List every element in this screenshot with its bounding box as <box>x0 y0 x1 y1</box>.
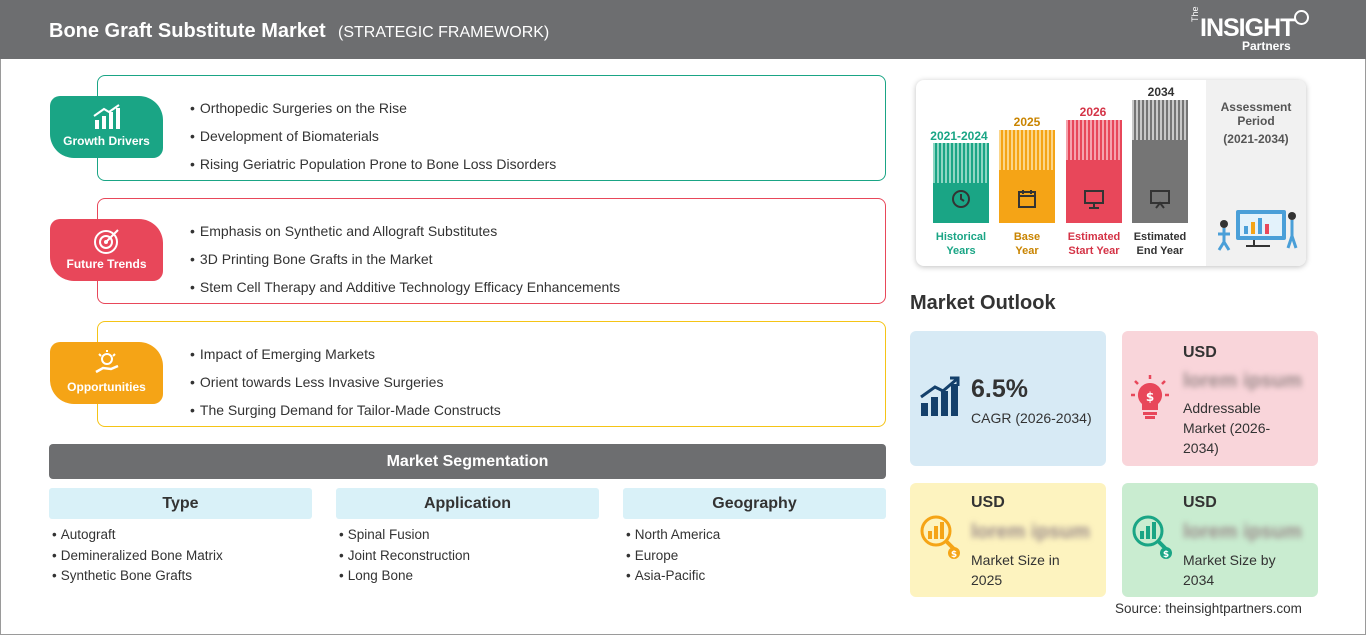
list-item: Orient towards Less Invasive Surgeries <box>190 368 501 396</box>
growth-drivers-card: Orthopedic Surgeries on the Rise Develop… <box>97 75 886 181</box>
presentation-icon <box>1066 188 1122 215</box>
segment-application: Application Spinal Fusion Joint Reconstr… <box>336 488 599 587</box>
market-outlook-title: Market Outlook <box>910 292 1056 314</box>
addressable-label: Addressable Market (2026- 2034) <box>1183 400 1271 456</box>
opportunities-card: Impact of Emerging Markets Orient toward… <box>97 321 886 427</box>
history-icon <box>933 188 989 215</box>
market-size-2025-card: $ USD lorem ipsum Market Size in 2025 <box>910 483 1106 597</box>
future-trends-label: Future Trends <box>66 257 147 271</box>
list-item: 3D Printing Bone Grafts in the Market <box>190 245 620 273</box>
list-item: Impact of Emerging Markets <box>190 340 501 368</box>
segment-type: Type Autograft Demineralized Bone Matrix… <box>49 488 312 587</box>
cagr-label: CAGR (2026-2034) <box>971 410 1092 426</box>
svg-text:$: $ <box>1163 550 1169 559</box>
bar-growth-icon <box>50 104 163 135</box>
cagr-value: 6.5% <box>971 375 1028 403</box>
period-year: 2025 <box>1013 115 1041 129</box>
list-item: Emphasis on Synthetic and Allograft Subs… <box>190 217 620 245</box>
future-trends-card: Emphasis on Synthetic and Allograft Subs… <box>97 198 886 304</box>
list-item: The Surging Demand for Tailor-Made Const… <box>190 396 501 424</box>
segment-header: Application <box>336 488 599 519</box>
growth-drivers-list: Orthopedic Surgeries on the Rise Develop… <box>190 94 556 178</box>
opportunities-list: Impact of Emerging Markets Orient toward… <box>190 340 501 424</box>
monitor-icon <box>1132 188 1188 215</box>
logo-insight: INSIGHT <box>1200 14 1295 42</box>
svg-text:$: $ <box>1146 390 1154 404</box>
assessment-range: (2021-2034) <box>1223 132 1289 146</box>
market-size-2034-card: $ USD lorem ipsum Market Size by 2034 <box>1122 483 1318 597</box>
period-year: 2026 <box>1079 105 1107 119</box>
growth-drivers-label: Growth Drivers <box>63 134 150 148</box>
money-bulb-icon: $ <box>1130 375 1170 426</box>
period-label: Estimated End Year <box>1133 231 1187 257</box>
size-2025-currency: USD <box>971 494 1005 511</box>
period-label: Estimated Start Year <box>1067 231 1121 257</box>
list-item: Development of Biomaterials <box>190 122 556 150</box>
logo-ring-icon <box>1294 10 1309 25</box>
size-2034-label: Market Size by 2034 <box>1183 552 1276 588</box>
addressable-market-card: $ USD lorem ipsum Addressable Market (20… <box>1122 331 1318 466</box>
list-item: Spinal Fusion <box>336 525 599 546</box>
period-label: Base Year <box>1013 231 1041 257</box>
list-item: Long Bone <box>336 566 599 587</box>
list-item: Joint Reconstruction <box>336 546 599 567</box>
cagr-card: 6.5% CAGR (2026-2034) <box>910 331 1106 466</box>
period-label: Historical Years <box>935 231 987 257</box>
segmentation-title: Market Segmentation <box>49 444 886 479</box>
segment-header: Geography <box>623 488 886 519</box>
period-year: 2034 <box>1147 85 1175 99</box>
list-item: Rising Geriatric Population Prone to Bon… <box>190 150 556 178</box>
segment-header: Type <box>49 488 312 519</box>
size-2034-value: lorem ipsum <box>1183 521 1302 543</box>
list-item: Asia-Pacific <box>623 566 886 587</box>
list-item: Synthetic Bone Grafts <box>49 566 312 587</box>
header: Bone Graft Substitute Market (STRATEGIC … <box>0 0 1366 59</box>
size-2025-label: Market Size in 2025 <box>971 552 1060 588</box>
growth-drivers-badge: Growth Drivers <box>50 96 163 158</box>
idea-hand-icon <box>50 350 163 383</box>
size-2025-value: lorem ipsum <box>971 521 1090 543</box>
assessment-period: Assessment Period (2021-2034) <box>1206 80 1306 266</box>
money-magnifier-icon: $ <box>918 513 962 564</box>
logo-partners: Partners <box>1242 39 1291 53</box>
list-item: North America <box>623 525 886 546</box>
money-magnifier-icon: $ <box>1130 513 1174 564</box>
page-title: Bone Graft Substitute Market <box>49 20 326 42</box>
future-trends-list: Emphasis on Synthetic and Allograft Subs… <box>190 217 620 301</box>
size-2034-currency: USD <box>1183 494 1217 511</box>
insight-partners-logo[interactable]: The INSIGHT Partners <box>1190 6 1320 54</box>
analytics-illustration-icon <box>1214 202 1300 257</box>
list-item: Orthopedic Surgeries on the Rise <box>190 94 556 122</box>
assessment-timeline: 2021-2024 Historical Years 2025 Base Yea… <box>916 80 1306 266</box>
logo-the: The <box>1190 6 1200 22</box>
calendar-icon <box>999 188 1055 215</box>
future-trends-badge: Future Trends <box>50 219 163 281</box>
target-icon <box>50 227 163 260</box>
list-item: Demineralized Bone Matrix <box>49 546 312 567</box>
addressable-value: lorem ipsum <box>1183 370 1302 392</box>
opportunities-label: Opportunities <box>67 380 146 394</box>
source-text: Source: theinsightpartners.com <box>1115 601 1302 616</box>
opportunities-badge: Opportunities <box>50 342 163 404</box>
addressable-currency: USD <box>1183 344 1217 361</box>
page-subtitle: (STRATEGIC FRAMEWORK) <box>338 24 550 41</box>
svg-text:$: $ <box>951 550 957 559</box>
segment-geography: Geography North America Europe Asia-Paci… <box>623 488 886 587</box>
period-bar-base <box>999 130 1055 223</box>
period-bar-start <box>1066 120 1122 223</box>
list-item: Stem Cell Therapy and Additive Technolog… <box>190 273 620 301</box>
period-bar-historical <box>933 143 989 223</box>
period-bar-end <box>1132 100 1188 223</box>
list-item: Autograft <box>49 525 312 546</box>
bar-chart-growth-icon <box>919 375 961 422</box>
assessment-title: Assessment Period <box>1220 100 1292 128</box>
list-item: Europe <box>623 546 886 567</box>
period-year: 2021-2024 <box>930 129 988 143</box>
